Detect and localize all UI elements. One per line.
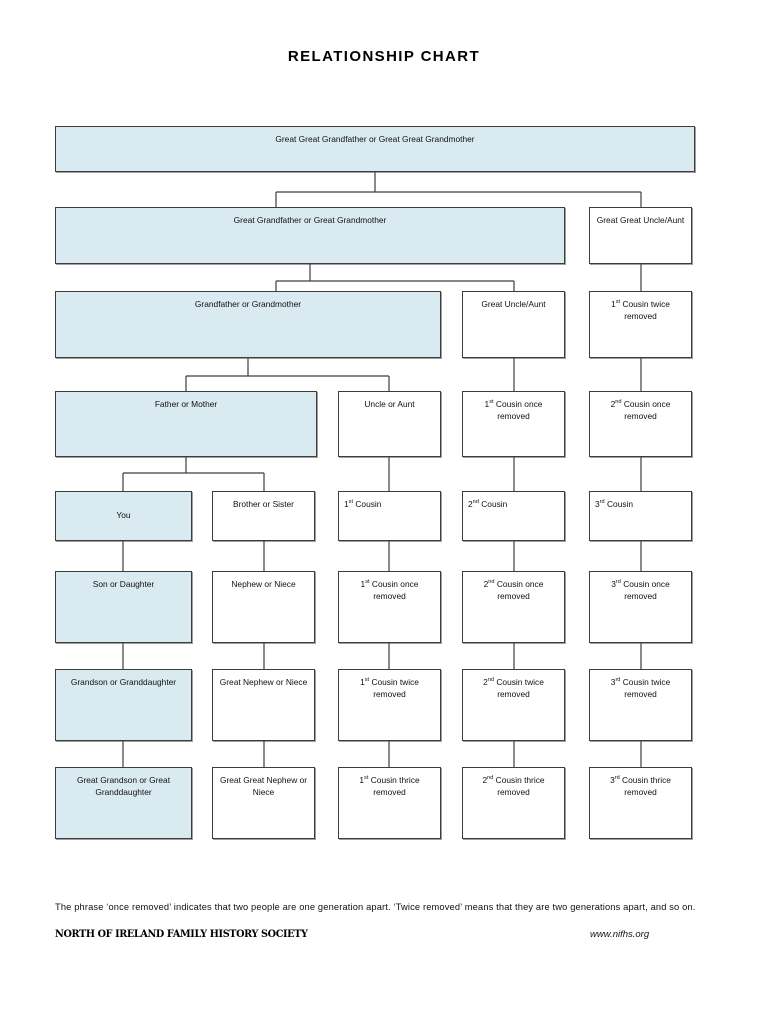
node-nephew-niece[interactable]: Nephew or Niece bbox=[212, 571, 315, 643]
node-ordinal: 2nd bbox=[468, 499, 479, 509]
node-parent[interactable]: Father or Mother bbox=[55, 391, 317, 457]
node-uncle-aunt[interactable]: Uncle or Aunt bbox=[338, 391, 441, 457]
node-label: Cousin thrice removed bbox=[370, 775, 420, 797]
node-ordinal: 2nd bbox=[483, 677, 495, 687]
node-label: Cousin twice removed bbox=[622, 677, 671, 699]
node-great-grandparent[interactable]: Great Grandfather or Great Grandmother bbox=[55, 207, 565, 264]
node-ordinal: 2nd bbox=[483, 579, 495, 589]
node-label: Great Great Uncle/Aunt bbox=[596, 215, 685, 225]
node-great-nephew-niece[interactable]: Great Nephew or Niece bbox=[212, 669, 315, 741]
node-ordinal: 1st bbox=[484, 399, 494, 409]
node-label: Cousin twice removed bbox=[496, 677, 544, 699]
node-label: Son or Daughter bbox=[92, 579, 155, 589]
node-label: Great Grandson or Great Granddaughter bbox=[76, 775, 171, 797]
node-label: Uncle or Aunt bbox=[364, 399, 415, 409]
node-ordinal: 1st bbox=[360, 579, 370, 589]
footer-note: The phrase ‘once removed’ indicates that… bbox=[55, 902, 696, 912]
node-label: Nephew or Niece bbox=[231, 579, 296, 589]
node-label: Grandfather or Grandmother bbox=[194, 299, 302, 309]
node-ordinal: 1st bbox=[611, 299, 621, 309]
node-label: Cousin once removed bbox=[623, 399, 671, 421]
node-third-cousin[interactable]: 3rd Cousin bbox=[589, 491, 692, 541]
node-third-cousin-thrice-removed-r7[interactable]: 3rd Cousin thrice removed bbox=[589, 767, 692, 839]
node-second-cousin-once-removed-r3[interactable]: 2nd Cousin once removed bbox=[589, 391, 692, 457]
node-label: Great Uncle/Aunt bbox=[481, 299, 546, 309]
node-label: Cousin once removed bbox=[623, 579, 670, 601]
node-second-cousin-thrice-removed-r7[interactable]: 2nd Cousin thrice removed bbox=[462, 767, 565, 839]
node-label: Great Great Grandfather or Great Great G… bbox=[275, 134, 475, 144]
node-label: Cousin twice removed bbox=[622, 299, 670, 321]
node-third-cousin-once-removed-r5[interactable]: 3rd Cousin once removed bbox=[589, 571, 692, 643]
society-url[interactable]: www.nifhs.org bbox=[590, 929, 650, 940]
footer: The phrase ‘once removed’ indicates that… bbox=[55, 900, 715, 944]
node-label: Cousin bbox=[606, 499, 634, 509]
node-sibling[interactable]: Brother or Sister bbox=[212, 491, 315, 541]
node-ordinal: 1st bbox=[344, 499, 354, 509]
relationship-chart: Great Great Grandfather or Great Great G… bbox=[55, 126, 695, 839]
node-great-grandchild[interactable]: Great Grandson or Great Granddaughter bbox=[55, 767, 192, 839]
node-ordinal: 1st bbox=[359, 775, 369, 785]
page-title: RELATIONSHIP CHART bbox=[287, 48, 481, 65]
node-label: Cousin bbox=[355, 499, 382, 509]
node-great-great-grandparent[interactable]: Great Great Grandfather or Great Great G… bbox=[55, 126, 695, 172]
node-ordinal: 3rd bbox=[611, 579, 621, 589]
node-label: Cousin bbox=[481, 499, 508, 509]
node-label: Grandson or Granddaughter bbox=[70, 677, 177, 687]
node-great-great-uncle-aunt[interactable]: Great Great Uncle/Aunt bbox=[589, 207, 692, 264]
node-label: Brother or Sister bbox=[233, 499, 294, 509]
node-ordinal: 3rd bbox=[610, 775, 620, 785]
footer-row: NORTH OF IRELAND FAMILY HISTORY SOCIETY … bbox=[55, 928, 715, 944]
node-ordinal: 2nd bbox=[610, 399, 622, 409]
node-label: Cousin twice removed bbox=[371, 677, 419, 699]
node-ordinal: 2nd bbox=[482, 775, 494, 785]
node-first-cousin-twice-removed-r6[interactable]: 1st Cousin twice removed bbox=[338, 669, 441, 741]
society-name: NORTH OF IRELAND FAMILY HISTORY SOCIETY bbox=[55, 928, 308, 940]
node-label: You bbox=[116, 510, 131, 521]
node-second-cousin-once-removed-r5[interactable]: 2nd Cousin once removed bbox=[462, 571, 565, 643]
node-second-cousin[interactable]: 2nd Cousin bbox=[462, 491, 565, 541]
node-label: Cousin once removed bbox=[495, 399, 543, 421]
node-label: Cousin thrice removed bbox=[622, 775, 671, 797]
node-second-cousin-twice-removed-r6[interactable]: 2nd Cousin twice removed bbox=[462, 669, 565, 741]
node-label: Great Grandfather or Great Grandmother bbox=[233, 215, 387, 225]
node-you[interactable]: You bbox=[55, 491, 192, 541]
node-label: Cousin once removed bbox=[371, 579, 419, 601]
node-grandchild[interactable]: Grandson or Granddaughter bbox=[55, 669, 192, 741]
node-first-cousin-twice-removed-r2[interactable]: 1st Cousin twice removed bbox=[589, 291, 692, 358]
node-ordinal: 3rd bbox=[610, 677, 621, 687]
node-label: Father or Mother bbox=[154, 399, 218, 409]
node-label: Cousin once removed bbox=[496, 579, 544, 601]
node-great-uncle-aunt[interactable]: Great Uncle/Aunt bbox=[462, 291, 565, 358]
node-label: Cousin thrice removed bbox=[495, 775, 545, 797]
node-ordinal: 1st bbox=[360, 677, 370, 687]
node-grandparent[interactable]: Grandfather or Grandmother bbox=[55, 291, 441, 358]
node-child[interactable]: Son or Daughter bbox=[55, 571, 192, 643]
node-third-cousin-twice-removed-r6[interactable]: 3rd Cousin twice removed bbox=[589, 669, 692, 741]
node-first-cousin[interactable]: 1st Cousin bbox=[338, 491, 441, 541]
node-ordinal: 3rd bbox=[595, 499, 605, 509]
node-first-cousin-once-removed-r5[interactable]: 1st Cousin once removed bbox=[338, 571, 441, 643]
node-label: Great Great Nephew or Niece bbox=[219, 775, 308, 797]
node-first-cousin-once-removed-r3[interactable]: 1st Cousin once removed bbox=[462, 391, 565, 457]
node-great-great-nephew-niece[interactable]: Great Great Nephew or Niece bbox=[212, 767, 315, 839]
node-first-cousin-thrice-removed-r7[interactable]: 1st Cousin thrice removed bbox=[338, 767, 441, 839]
node-label: Great Nephew or Niece bbox=[219, 677, 308, 687]
